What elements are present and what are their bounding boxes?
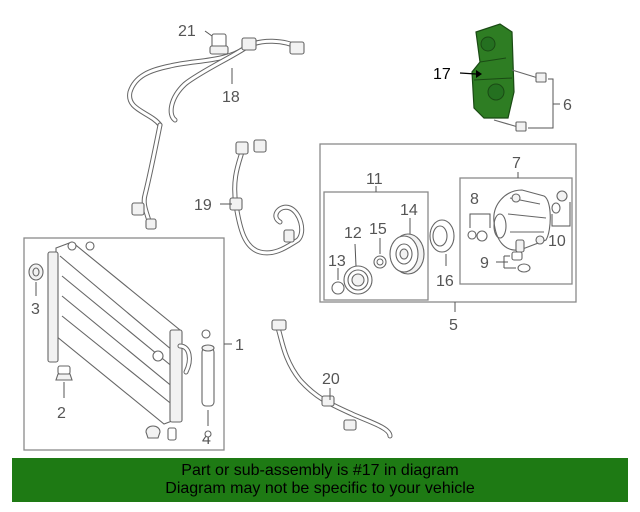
label-10: 10 [548,233,566,250]
part-2-mount[interactable] [55,365,73,381]
part-16-coil[interactable] [429,219,455,253]
label-6: 6 [563,97,572,114]
label-7: 7 [512,155,521,172]
part-6-bolts[interactable] [493,69,547,132]
part-13-hub[interactable] [331,281,345,295]
label-3: 3 [31,301,40,318]
part-21-cap[interactable] [209,33,229,55]
label-13: 13 [328,253,346,270]
compressor-assembly-box [319,143,577,303]
label-20: 20 [322,371,340,388]
part-17-bracket[interactable] [471,23,515,119]
label-17: 17 [433,66,451,83]
label-15: 15 [369,221,387,238]
label-4: 4 [202,431,211,448]
info-banner: Part or sub-assembly is #17 in diagram D… [12,458,628,502]
label-19: 19 [194,197,212,214]
label-5: 5 [449,317,458,334]
label-1: 1 [235,337,244,354]
part-9-valve[interactable] [511,251,531,273]
part-1-condenser[interactable] [47,241,192,425]
part-8-orings[interactable] [467,230,488,242]
label-2: 2 [57,405,66,422]
label-18: 18 [222,89,240,106]
banner-line-1: Part or sub-assembly is #17 in diagram [181,462,459,479]
label-11: 11 [366,171,383,188]
label-14: 14 [400,202,418,219]
part-20-hose[interactable] [271,319,393,439]
part-14-pulley[interactable] [389,233,425,275]
condenser-bottom-fittings[interactable] [145,329,212,441]
label-16: 16 [436,273,454,290]
part-3-mount[interactable] [28,263,44,281]
compressor-box [459,177,573,285]
part-18-pipe[interactable] [127,37,305,230]
banner-line-2: Diagram may not be specific to your vehi… [165,480,475,497]
label-9: 9 [480,255,489,272]
part-15-snap-ring[interactable] [373,255,387,269]
label-21: 21 [178,23,196,40]
parts-diagram: 21 18 17 6 5 11 7 [23,23,577,451]
label-8: 8 [470,191,479,208]
compressor-body[interactable] [493,189,551,253]
part-12-plate[interactable] [343,265,373,295]
part-19-hose[interactable] [229,139,305,256]
label-12: 12 [344,225,362,242]
part-4-drier[interactable] [201,344,215,407]
part-10-valve[interactable] [551,190,568,214]
